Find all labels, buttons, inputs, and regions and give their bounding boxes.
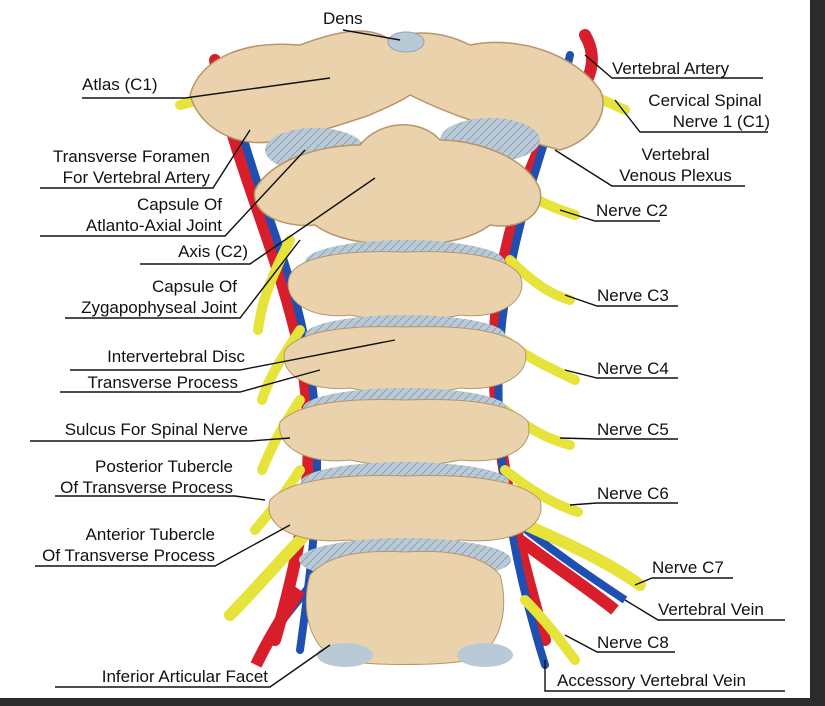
label-axis: Axis (C2)	[178, 242, 248, 261]
label-vertebral-venous-plexus: Vertebral Venous Plexus	[619, 145, 732, 185]
label-dens: Dens	[323, 9, 363, 28]
dens-tip	[387, 31, 425, 53]
label-nerve-c3: Nerve C3	[597, 286, 669, 305]
label-transverse-foramen: Transverse Foramen For Vertebral Artery	[52, 147, 210, 187]
label-posterior-tubercle: Posterior Tubercle Of Transverse Process	[60, 457, 233, 497]
label-vertebral-vein: Vertebral Vein	[658, 600, 764, 619]
label-sulcus-spinal-nerve: Sulcus For Spinal Nerve	[64, 420, 248, 439]
label-accessory-vertebral-vein: Accessory Vertebral Vein	[557, 671, 746, 690]
label-transverse-process: Transverse Process	[87, 373, 238, 392]
label-atlas: Atlas (C1)	[82, 75, 158, 94]
label-cervical-spinal-nerve-1: Cervical Spinal Nerve 1 (C1)	[648, 91, 770, 131]
label-nerve-c6: Nerve C6	[597, 484, 669, 503]
diagram-panel: Dens Atlas (C1) Transverse Foramen For V…	[0, 0, 810, 698]
label-inferior-articular-facet: Inferior Articular Facet	[101, 667, 268, 686]
label-capsule-zygapophyseal: Capsule Of Zygapophyseal Joint	[81, 277, 237, 317]
vertebra-stack	[268, 240, 542, 667]
label-capsule-atlanto-axial: Capsule Of Atlanto-Axial Joint	[85, 195, 222, 235]
label-nerve-c5: Nerve C5	[597, 420, 669, 439]
label-nerve-c7: Nerve C7	[652, 558, 724, 577]
label-intervertebral-disc: Intervertebral Disc	[107, 347, 245, 366]
label-nerve-c4: Nerve C4	[597, 359, 669, 378]
axis-bone	[253, 124, 542, 246]
label-anterior-tubercle: Anterior Tubercle Of Transverse Process	[42, 525, 215, 565]
cervical-spine-illustration	[30, 29, 785, 692]
label-vertebral-artery: Vertebral Artery	[612, 59, 730, 78]
label-nerve-c2: Nerve C2	[596, 201, 668, 220]
leader-lines	[30, 29, 785, 692]
label-nerve-c8: Nerve C8	[597, 633, 669, 652]
